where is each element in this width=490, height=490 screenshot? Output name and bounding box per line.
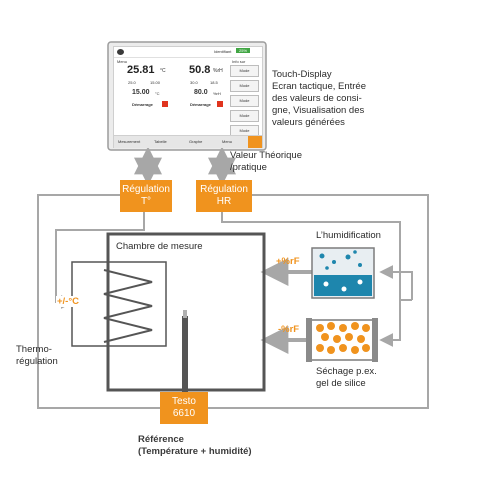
testo-line-1: Testo [172, 396, 196, 407]
reg-t-line-2: T° [140, 196, 152, 207]
mode-right-label: Démarrage [190, 102, 211, 107]
silica-gel-beads [316, 322, 370, 354]
testo-line-2: 6610 [172, 408, 196, 419]
touch-display-title: Touch-Display [272, 69, 332, 80]
reg-hr-line-1: Régulation [200, 184, 248, 195]
alarm-button[interactable] [248, 136, 262, 148]
regulation-hr-box: Régulation HR [196, 180, 252, 212]
side-button-3[interactable]: Mode [230, 95, 259, 107]
outer-loop-right [206, 194, 429, 409]
info-label: Info sur [232, 59, 246, 64]
outer-loop-left [37, 194, 160, 409]
row1-val-2: 15.00 [150, 80, 161, 85]
thermoregulation-label: Thermo- régulation [16, 344, 58, 368]
side-button-4[interactable]: Mode [230, 110, 259, 122]
valeur-line-2: /pratique [230, 162, 267, 173]
touch-display-line-1: Ecran tactique, Entrée [272, 81, 366, 92]
reg-t-line-1: Régulation [122, 184, 170, 195]
water-bubbles [323, 279, 363, 292]
mode-left-indicator[interactable] [162, 101, 168, 107]
sechage-line-1: Séchage p.ex. [316, 366, 377, 377]
valeur-line-1: Valeur Théorique [230, 150, 303, 161]
humidifier-water [314, 275, 372, 296]
tab-measurement[interactable]: Mesurement [118, 139, 141, 144]
reg-hr-feed-line [221, 212, 401, 347]
humidification-label: L’humidification [316, 230, 381, 241]
set-temp-unit: °C [155, 91, 160, 96]
row1-val-3: 30.0 [190, 80, 198, 85]
screen-header: Identifiant 25% [114, 47, 262, 58]
reg-t-to-thermo-line [55, 212, 145, 309]
chambre-label: Chambre de mesure [116, 241, 203, 252]
temp-value: 25.81 [127, 64, 155, 76]
sechage-label: Séchage p.ex. gel de silice [316, 366, 377, 390]
side-buttons: Mode Mode Mode Mode Mode [230, 65, 259, 137]
humidifier-feed-line [379, 265, 413, 300]
screen-tab-bar: Mesurement Tabelle Graphe Menu [114, 135, 262, 148]
touch-display-line-4: valeurs générées [272, 117, 345, 128]
sechage-line-2: gel de silice [316, 378, 366, 389]
header-identifier: Identifiant [214, 49, 232, 54]
menu-label: Menu [117, 59, 128, 64]
plus-minus-c-label: +/-°C [56, 296, 81, 307]
touch-display-line-3: gne, Visualisation des [272, 105, 365, 116]
set-temp-value: 15.00 [132, 89, 150, 96]
thermo-line-1: Thermo- [16, 344, 52, 355]
set-hum-unit: %rH [213, 91, 221, 96]
heating-coil [103, 269, 153, 343]
side-button-2[interactable]: Mode [230, 80, 259, 92]
hum-unit: %rH [213, 68, 223, 74]
dryer-cap-right [372, 318, 378, 362]
probe-tip [183, 310, 187, 318]
hum-value: 50.8 [189, 64, 211, 76]
touch-display-description: Touch-Display Ecran tactique, Entrée des… [272, 69, 366, 129]
thermo-line-2: régulation [16, 356, 58, 367]
row1-val-4: 18.5 [210, 80, 218, 85]
reference-label: Référence (Température + humidité) [138, 434, 252, 458]
plus-rf-label: +%rF [276, 256, 300, 267]
set-hum-value: 80.0 [194, 89, 208, 96]
tab-graph[interactable]: Graphe [189, 139, 203, 144]
reference-line-1: Référence [138, 434, 184, 445]
minus-rf-label: -%rF [278, 324, 300, 335]
probe-stick [182, 316, 188, 394]
touch-display-line-2: des valeurs de consi- [272, 93, 362, 104]
humidifier-bubbles [319, 250, 362, 270]
menu-icon[interactable] [117, 49, 124, 55]
temp-unit: °C [160, 68, 166, 74]
regulation-t-box: Régulation T° [120, 180, 172, 212]
side-button-1[interactable]: Mode [230, 65, 259, 77]
header-badge: 25% [236, 48, 251, 53]
reg-hr-line-2: HR [216, 196, 232, 207]
mode-right-indicator[interactable] [217, 101, 223, 107]
testo-6610-box: Testo 6610 [160, 392, 208, 424]
dryer-cap-left [306, 318, 312, 362]
reference-line-2: (Température + humidité) [138, 446, 252, 457]
tab-table[interactable]: Tabelle [154, 139, 167, 144]
mode-left-label: Démarrage [132, 102, 153, 107]
row1-val-1: 25.0 [128, 80, 136, 85]
touch-display-screen[interactable]: Identifiant 25% Menu Info sur 25.81 °C 5… [113, 46, 263, 148]
valeur-label: Valeur Théorique /pratique [230, 150, 302, 174]
tab-menu[interactable]: Menu [222, 139, 233, 144]
